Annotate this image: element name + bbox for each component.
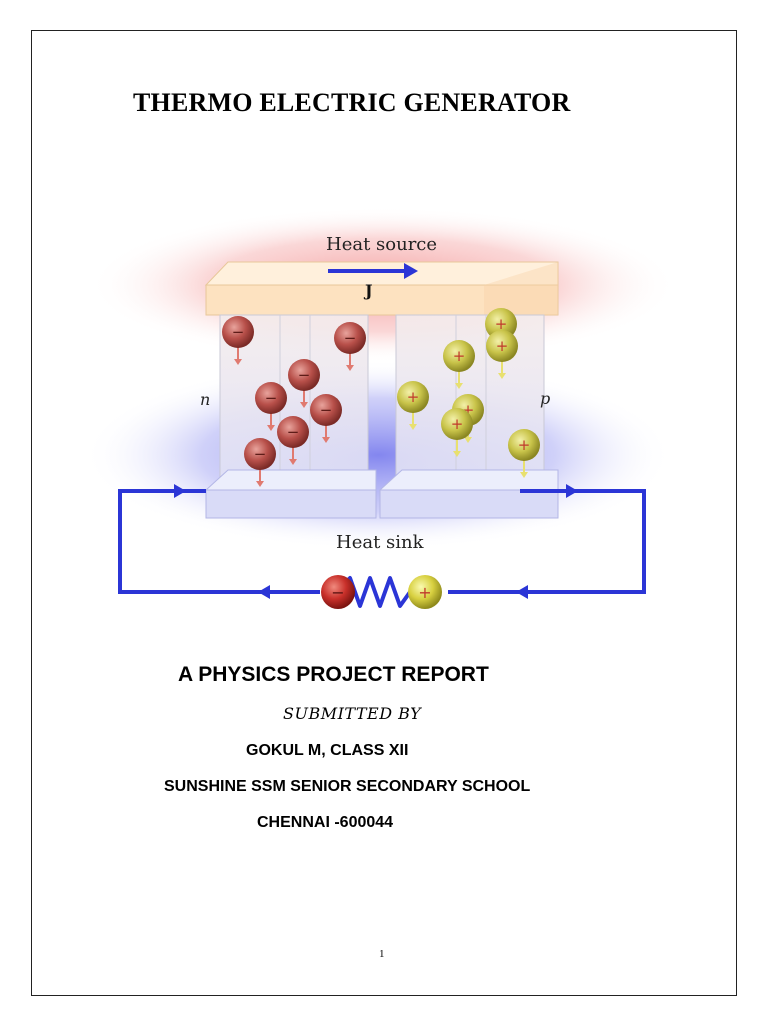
- hole-particle: +: [441, 408, 473, 457]
- school-name: SUNSHINE SSM SENIOR SECONDARY SCHOOL: [164, 778, 531, 795]
- hole-particle: +: [486, 330, 518, 379]
- heat-sink-glow: [88, 360, 673, 550]
- city-line: CHENNAI -600044: [257, 814, 394, 831]
- svg-text:−: −: [331, 583, 344, 602]
- svg-text:+: +: [451, 415, 464, 433]
- svg-text:+: +: [453, 347, 466, 365]
- electron-particle: −: [310, 394, 342, 443]
- svg-text:−: −: [344, 329, 357, 347]
- heat-source-label: Heat source: [326, 234, 437, 255]
- electron-particle: −: [288, 359, 320, 408]
- electron-particle: −: [222, 316, 254, 365]
- svg-text:+: +: [418, 583, 431, 602]
- submitted-by: SUBMITTED BY: [283, 704, 422, 723]
- cold-plate-right: [378, 469, 559, 519]
- electron-particle: −: [277, 416, 309, 465]
- load-negative-terminal: −: [321, 575, 355, 609]
- hole-particle: +: [508, 429, 540, 478]
- hot-plate: [204, 261, 559, 316]
- electrons: −−−−−−−: [222, 316, 366, 487]
- heat-sink-label: Heat sink: [336, 532, 425, 553]
- svg-text:−: −: [265, 389, 278, 407]
- svg-text:−: −: [298, 366, 311, 384]
- svg-text:+: +: [407, 388, 420, 406]
- svg-text:−: −: [287, 423, 300, 441]
- thermoelectric-diagram: Heat source J: [88, 207, 678, 609]
- hole-particle: +: [397, 381, 429, 430]
- load-positive-terminal: +: [408, 575, 442, 609]
- page-border: [31, 30, 737, 996]
- student-name: GOKUL M, CLASS XII: [246, 742, 409, 759]
- cold-plate-left: [204, 469, 377, 519]
- n-label: n: [200, 390, 210, 409]
- p-label: p: [540, 389, 550, 408]
- electron-particle: −: [244, 438, 276, 487]
- svg-text:−: −: [254, 445, 267, 463]
- circuit-wire: [118, 484, 646, 599]
- page-number: 1: [379, 948, 385, 960]
- thermoelectric-figure: Heat source J: [88, 200, 688, 620]
- svg-text:+: +: [518, 436, 531, 454]
- hole-particle: +: [443, 340, 475, 389]
- electron-particle: −: [334, 322, 366, 371]
- svg-text:−: −: [232, 323, 245, 341]
- current-label: J: [363, 281, 373, 300]
- svg-text:−: −: [320, 401, 333, 419]
- electron-particle: −: [255, 382, 287, 431]
- document-title: THERMO ELECTRIC GENERATOR: [133, 88, 571, 117]
- current-arrowhead: [404, 263, 418, 279]
- report-title: A PHYSICS PROJECT REPORT: [178, 663, 489, 686]
- holes: +++++++: [397, 308, 540, 478]
- svg-text:+: +: [495, 315, 508, 333]
- svg-text:+: +: [496, 337, 509, 355]
